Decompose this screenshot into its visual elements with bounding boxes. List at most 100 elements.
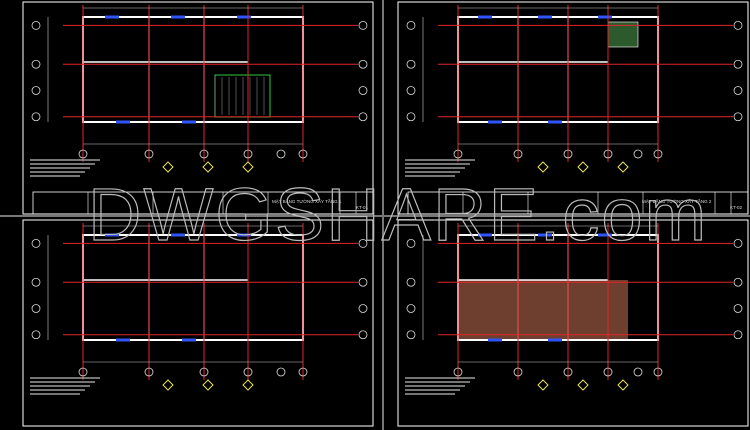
- sheet-code-2: KT-02: [730, 205, 743, 210]
- axis-bubble: [633, 367, 643, 377]
- sheet-panel-3: [22, 219, 374, 427]
- axis-bubble: [633, 149, 643, 159]
- window: [171, 15, 185, 19]
- axis-bubble: [406, 330, 416, 340]
- axis-bubble: [513, 149, 523, 159]
- window: [488, 120, 502, 124]
- sheet-title-2: MẶT BẰNG TƯỜNG XÂY TẦNG 2: [642, 197, 712, 204]
- axis-bubble: [298, 149, 308, 159]
- section-marker: [537, 161, 549, 173]
- axis-bubble: [563, 367, 573, 377]
- axis-bubble: [453, 149, 463, 159]
- axis-bubble: [78, 367, 88, 377]
- axis-bubble: [31, 238, 41, 248]
- axis-bubble: [31, 112, 41, 122]
- axis-bubble: [358, 238, 368, 248]
- axis-bubble: [733, 20, 743, 30]
- axis-bubble: [733, 59, 743, 69]
- window: [105, 233, 119, 237]
- axis-bubble: [144, 367, 154, 377]
- axis-bubble: [358, 20, 368, 30]
- window: [538, 233, 552, 237]
- axis-bubble: [733, 86, 743, 95]
- window: [478, 15, 492, 19]
- window: [538, 15, 552, 19]
- axis-bubble: [31, 304, 41, 313]
- sheet-title-1: MẶT BẰNG TƯỜNG XÂY TẦNG 1: [272, 197, 342, 204]
- window: [237, 15, 251, 19]
- axis-bubble: [31, 330, 41, 340]
- window: [182, 120, 196, 124]
- sheet-panel-4: [397, 219, 749, 427]
- axis-bubble: [358, 112, 368, 122]
- window: [237, 233, 251, 237]
- axis-bubble: [358, 59, 368, 69]
- title-block-1: MẶT BẰNG TƯỜNG XÂY TẦNG 1 KT-01: [272, 197, 369, 210]
- window: [116, 120, 130, 124]
- axis-bubble: [298, 367, 308, 377]
- axis-bubble: [603, 367, 613, 377]
- window: [488, 338, 502, 342]
- sheet-border: [397, 219, 749, 427]
- axis-bubble: [733, 304, 743, 313]
- window: [116, 338, 130, 342]
- axis-bubble: [358, 86, 368, 95]
- axis-bubble: [358, 277, 368, 287]
- axis-bubble: [406, 238, 416, 248]
- axis-bubble: [276, 149, 286, 159]
- axis-bubble: [733, 112, 743, 122]
- planter-hatch: [214, 74, 271, 118]
- title-block-2: MẶT BẰNG TƯỜNG XÂY TẦNG 2 KT-02: [642, 197, 743, 210]
- window: [182, 338, 196, 342]
- axis-bubble: [406, 86, 416, 95]
- axis-bubble: [406, 59, 416, 69]
- section-marker: [202, 379, 214, 391]
- axis-bubble: [513, 367, 523, 377]
- axis-bubble: [406, 20, 416, 30]
- title-block: [407, 191, 749, 215]
- section-marker: [617, 161, 629, 173]
- axis-bubble: [31, 86, 41, 95]
- axis-bubble: [653, 367, 663, 377]
- axis-bubble: [31, 59, 41, 69]
- sheet-panel-2: [397, 1, 749, 215]
- section-marker: [242, 379, 254, 391]
- title-block: [32, 191, 374, 215]
- section-marker: [617, 379, 629, 391]
- sheet-code-1: KT-01: [356, 205, 369, 210]
- section-marker: [537, 379, 549, 391]
- section-marker: [577, 379, 589, 391]
- axis-bubble: [31, 20, 41, 30]
- axis-bubble: [276, 367, 286, 377]
- axis-bubble: [733, 330, 743, 340]
- axis-bubble: [31, 277, 41, 287]
- section-marker: [162, 161, 174, 173]
- section-marker: [577, 161, 589, 173]
- section-marker: [202, 161, 214, 173]
- sheet-border: [22, 219, 374, 427]
- axis-bubble: [406, 277, 416, 287]
- window: [548, 338, 562, 342]
- axis-bubble: [653, 149, 663, 159]
- axis-bubble: [563, 149, 573, 159]
- window: [171, 233, 185, 237]
- window: [105, 15, 119, 19]
- axis-bubble: [199, 367, 209, 377]
- roof-hatch: [458, 280, 628, 340]
- axis-bubble: [603, 149, 613, 159]
- section-marker: [242, 161, 254, 173]
- axis-bubble: [453, 367, 463, 377]
- axis-bubble: [406, 304, 416, 313]
- axis-bubble: [406, 112, 416, 122]
- axis-bubble: [358, 330, 368, 340]
- axis-bubble: [243, 149, 253, 159]
- window: [598, 15, 612, 19]
- axis-bubble: [78, 149, 88, 159]
- watermark: DWGSHARE.com: [88, 173, 708, 256]
- section-marker: [162, 379, 174, 391]
- window: [548, 120, 562, 124]
- axis-bubble: [733, 277, 743, 287]
- window: [478, 233, 492, 237]
- axis-bubble: [199, 149, 209, 159]
